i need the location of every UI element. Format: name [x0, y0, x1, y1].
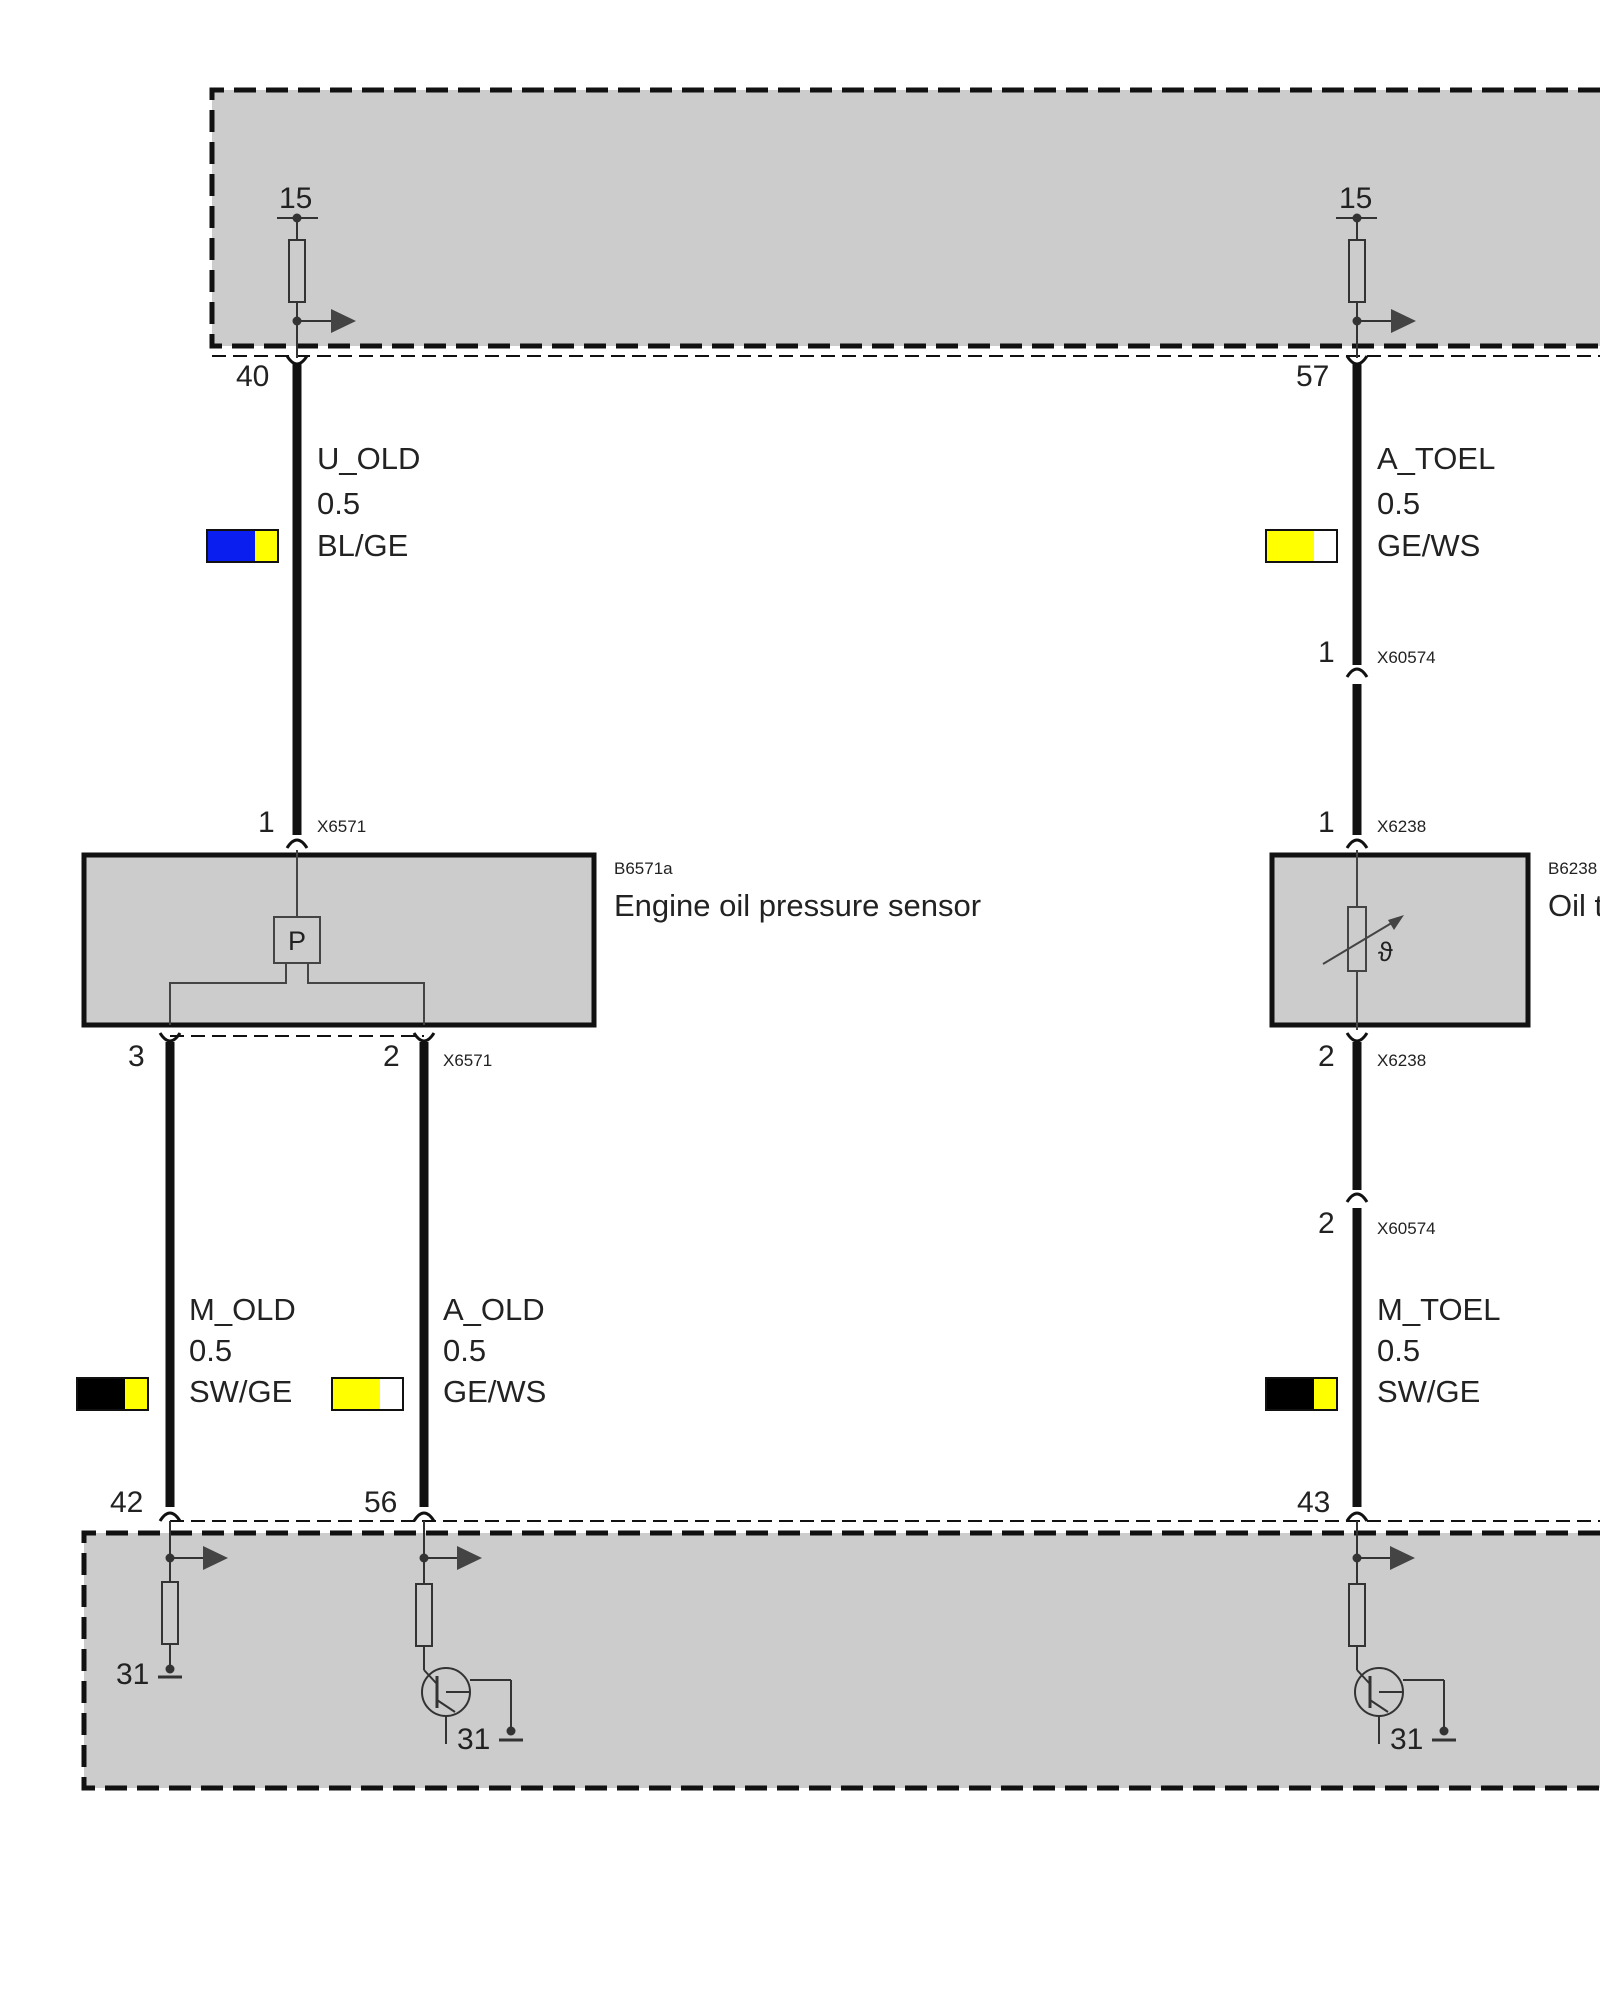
pin-socket-icon: [1345, 1511, 1369, 1522]
color-swatch-ge-ws: [331, 1377, 404, 1411]
wire-gauge-a-toel: 0.5: [1377, 486, 1420, 521]
pin-socket-icon: [1345, 667, 1369, 678]
output-arrow-icon: [1391, 309, 1416, 333]
ground-label-left: 31: [116, 1658, 149, 1691]
resistor-icon: [161, 1581, 179, 1645]
pin-socket-icon: [412, 1511, 436, 1522]
pin-43: 43: [1297, 1486, 1330, 1519]
pressure-symbol-letter: P: [288, 926, 306, 956]
oil-temperature-sensor: ϑ: [1269, 850, 1531, 1030]
connector-x6571-bottom-pin-left: 3: [128, 1040, 145, 1073]
color-swatch-sw-ge: [76, 1377, 149, 1411]
bottom-control-module: [81, 1520, 1600, 1791]
pin-socket-icon: [412, 1032, 436, 1043]
wire-gauge-m-old: 0.5: [189, 1333, 232, 1368]
pin-42: 42: [110, 1486, 143, 1519]
bottom-left-internal-circuit: 31: [116, 1521, 228, 1691]
bottom-right-internal-circuit: 31: [1348, 1521, 1456, 1756]
wire-gauge-a-old: 0.5: [443, 1333, 486, 1368]
pullup-resistor-icon: [1348, 239, 1366, 303]
sensor-label-oil-temp-partial: Oil t: [1548, 888, 1600, 923]
wire-name-a-toel: A_TOEL: [1377, 441, 1495, 476]
wire-a-old: [412, 1032, 436, 1522]
pressure-symbol-icon: [273, 916, 321, 964]
color-swatch-sw-ge: [1265, 1377, 1338, 1411]
wire-m-toel: [1345, 1032, 1369, 1522]
wire-color-code-a-old: GE/WS: [443, 1374, 546, 1409]
top-right-internal-circuit: 15: [1336, 182, 1416, 358]
output-arrow-icon: [457, 1546, 482, 1570]
connector-x6571-bottom-id: X6571: [443, 1051, 492, 1070]
ground-label-middle: 31: [457, 1723, 490, 1756]
bottom-middle-internal-circuit: 31: [415, 1521, 523, 1756]
connector-x60574-bottom-id: X60574: [1377, 1219, 1436, 1238]
wire-name-m-old: M_OLD: [189, 1292, 296, 1327]
pin-40: 40: [236, 360, 269, 393]
resistor-icon: [1348, 1583, 1366, 1647]
wire-name-a-old: A_OLD: [443, 1292, 545, 1327]
wire-m-old: [158, 1032, 182, 1522]
wire-gauge-u-old: 0.5: [317, 486, 360, 521]
connector-x6238-top-pin: 1: [1318, 806, 1335, 839]
sensor-code-b6571a: B6571a: [614, 859, 673, 878]
pin-socket-icon: [1345, 838, 1369, 849]
connector-x6238-top-id: X6238: [1377, 817, 1426, 836]
pin-socket-icon: [1345, 1032, 1369, 1043]
sensor-label-oil-pressure: Engine oil pressure sensor: [614, 888, 981, 923]
connector-x6571-bottom-pin-right: 2: [383, 1040, 400, 1073]
pin-56: 56: [364, 1486, 397, 1519]
resistor-icon: [415, 1583, 433, 1647]
pin-socket-icon: [158, 1511, 182, 1522]
connector-x6571-top-pin: 1: [258, 806, 275, 839]
connector-x6238-bottom-id: X6238: [1377, 1051, 1426, 1070]
color-swatch-bl-ge: [206, 529, 279, 563]
wire-name-m-toel: M_TOEL: [1377, 1292, 1500, 1327]
wire-a-toel: [1345, 355, 1369, 849]
pullup-resistor-icon: [288, 239, 306, 303]
connector-x60574-top-pin: 1: [1318, 636, 1335, 669]
oil-pressure-sensor: P: [81, 850, 597, 1028]
wire-gauge-m-toel: 0.5: [1377, 1333, 1420, 1368]
pin-socket-icon: [285, 838, 309, 849]
connector-x60574-top-id: X60574: [1377, 648, 1436, 667]
pin-57: 57: [1296, 360, 1329, 393]
output-arrow-icon: [1390, 1546, 1415, 1570]
connector-x6571-top-id: X6571: [317, 817, 366, 836]
pin-socket-icon: [1345, 1192, 1369, 1203]
wire-color-code-m-toel: SW/GE: [1377, 1374, 1480, 1409]
sensor-code-b6238: B6238: [1548, 859, 1597, 878]
wire-color-code-m-old: SW/GE: [189, 1374, 292, 1409]
output-arrow-icon: [203, 1546, 228, 1570]
output-arrow-icon: [331, 309, 356, 333]
wire-color-code-u-old: BL/GE: [317, 528, 408, 563]
color-swatch-ge-ws: [1265, 529, 1338, 563]
wire-color-code-a-toel: GE/WS: [1377, 528, 1480, 563]
wire-name-u-old: U_OLD: [317, 441, 420, 476]
terminal-15-left: 15: [279, 182, 312, 215]
connector-x6238-bottom-pin: 2: [1318, 1040, 1335, 1073]
wire-u-old: [285, 355, 309, 849]
connector-x60574-bottom-pin: 2: [1318, 1207, 1335, 1240]
top-left-internal-circuit: 15: [277, 182, 356, 358]
ground-label-right: 31: [1390, 1723, 1423, 1756]
pin-socket-icon: [158, 1032, 182, 1043]
temperature-symbol: ϑ: [1378, 937, 1393, 967]
terminal-15-right: 15: [1339, 182, 1372, 215]
